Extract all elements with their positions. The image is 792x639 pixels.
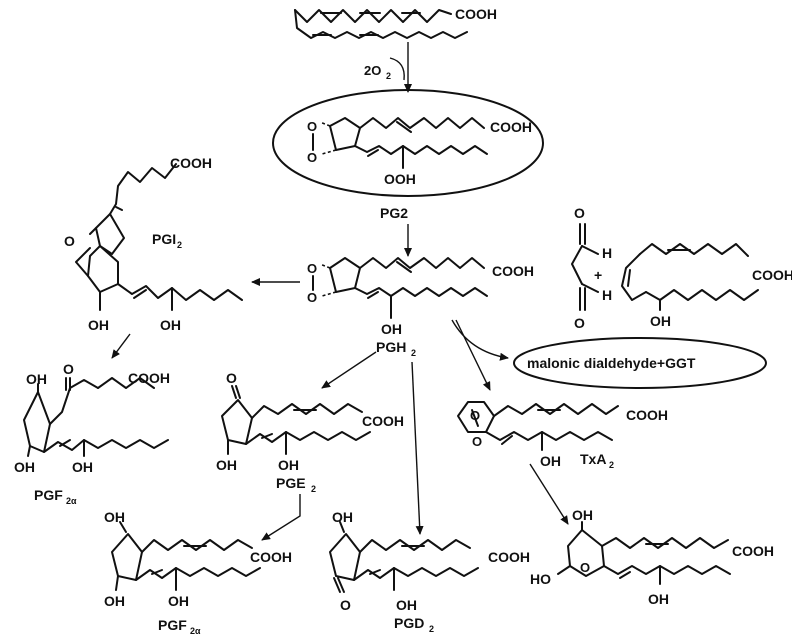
pgd2-name-label: PGD: [394, 615, 424, 631]
mda-ggt-node: malonic dialdehyde+GGT: [513, 337, 767, 389]
pgf-bot-oh3-label: OH: [168, 593, 189, 609]
pgd2-subscript: 2: [429, 624, 434, 634]
pgh2-o-top: O: [307, 261, 317, 276]
pgi2-o-label: O: [64, 233, 75, 249]
pgf-bot-subscript: 2α: [190, 626, 201, 636]
pgg2-ooh-label: OOH: [384, 171, 416, 187]
pgd2-cooh-label: COOH: [488, 549, 530, 565]
hht-cooh-label: COOH: [752, 267, 792, 283]
pgf-top-oh1-label: OH: [26, 371, 47, 387]
pgi2-to-pgf-arrow: [111, 333, 131, 359]
pgf-top-subscript: 2α: [66, 496, 77, 506]
txa2-o-top: O: [470, 408, 480, 423]
txa2-subscript: 2: [609, 460, 614, 470]
pgi2-oh1-label: OH: [88, 317, 109, 333]
pgg2-oval: [272, 89, 544, 197]
txa2-cooh-label: COOH: [626, 407, 668, 423]
pgh2-name-label: PGH: [376, 339, 406, 355]
txb2-ring-o: O: [580, 560, 590, 575]
pgh2-cooh-label: COOH: [492, 263, 534, 279]
pgf-top-cooh-label: COOH: [128, 370, 170, 386]
pgg2-o-top: O: [307, 119, 317, 134]
pgh2-to-pge2-arrow: [321, 351, 377, 389]
txa2-o-bottom: O: [472, 434, 482, 449]
pgf-bot-name-label: PGF: [158, 617, 187, 633]
pgg2-o-bottom: O: [307, 150, 317, 165]
txb2-oh2-label: OH: [648, 591, 669, 607]
pgh2-subscript: 2: [411, 348, 416, 358]
aa-cooh-label: COOH: [455, 6, 497, 22]
hht-oh-label: OH: [650, 313, 671, 329]
mda-ggt-label: malonic dialdehyde+GGT: [527, 355, 696, 371]
txb2-cooh-label: COOH: [732, 543, 774, 559]
pgh2-to-pgd2-arrow: [411, 361, 424, 535]
pgh2-oh-label: OH: [381, 321, 402, 337]
pgh2-to-txa2-arrow: [455, 319, 491, 391]
oxygen-subscript: 2: [386, 71, 391, 81]
oxygenation-arrow: 2O 2: [364, 42, 412, 93]
mda-h1-label: H: [602, 245, 612, 261]
pgf-top-oh3-label: OH: [72, 459, 93, 475]
pgh2-o-bottom: O: [307, 290, 317, 305]
pge2-cooh-label: COOH: [362, 413, 404, 429]
pgh2-structure: O O COOH OH PGH 2: [307, 257, 534, 358]
oxygen-label: 2O: [364, 63, 381, 78]
pgf-top-oh2-label: OH: [14, 459, 35, 475]
pgi2-subscript: 2: [177, 240, 182, 250]
arachidonic-acid-structure: COOH: [294, 6, 497, 39]
mda-hht-structure: O H + H O COOH OH: [571, 205, 792, 331]
pgi2-name-label: PGI: [152, 231, 176, 247]
pge2-to-pgf-arrow: [261, 494, 301, 541]
pge2-o-label: O: [226, 370, 237, 386]
txa2-structure: O O COOH OH TxA 2: [457, 401, 668, 470]
mda-o1-label: O: [574, 205, 585, 221]
mda-h2-label: H: [602, 287, 612, 303]
pge2-subscript: 2: [311, 484, 316, 494]
pge2-oh1-label: OH: [216, 457, 237, 473]
pgi2-structure: COOH O PGI 2 OH OH: [64, 155, 243, 333]
pgd2-oh1-label: OH: [332, 509, 353, 525]
txa2-to-txb2-arrow: [529, 463, 569, 525]
mda-plus-label: +: [594, 267, 602, 283]
pgf-top-o-label: O: [63, 361, 74, 377]
pgh2-to-mda-arrow: [451, 319, 509, 361]
pgd2-o-label: O: [340, 597, 351, 613]
txb2-structure: O OH HO COOH OH: [530, 507, 774, 607]
pgg2-structure: O O COOH OOH: [272, 89, 544, 197]
mda-o2-label: O: [574, 315, 585, 331]
pgf-bot-oh2-label: OH: [104, 593, 125, 609]
pgf-top-name-label: PGF: [34, 487, 63, 503]
pgi2-cooh-label: COOH: [170, 155, 212, 171]
pgg2-name-label: PG2: [380, 205, 408, 221]
pgf2a-top-structure: OH O COOH OH OH PGF 2α: [14, 361, 170, 506]
txb2-oh1-label: OH: [572, 507, 593, 523]
txb2-ho-label: HO: [530, 571, 551, 587]
pgd2-oh2-label: OH: [396, 597, 417, 613]
pge2-structure: O COOH OH OH PGE 2: [216, 370, 404, 494]
txa2-name-label: TxA: [580, 451, 606, 467]
pgf-bot-oh1-label: OH: [104, 509, 125, 525]
pge2-oh2-label: OH: [278, 457, 299, 473]
pgf2a-bottom-structure: OH COOH OH OH PGF 2α: [104, 509, 292, 636]
txa2-oh-label: OH: [540, 453, 561, 469]
mda-ggt-oval: [513, 337, 767, 389]
pgd2-structure: OH COOH O OH PGD 2: [329, 509, 530, 634]
pgg2-cooh-label: COOH: [490, 119, 532, 135]
pge2-name-label: PGE: [276, 475, 306, 491]
pgf-bot-cooh-label: COOH: [250, 549, 292, 565]
pgi2-oh2-label: OH: [160, 317, 181, 333]
